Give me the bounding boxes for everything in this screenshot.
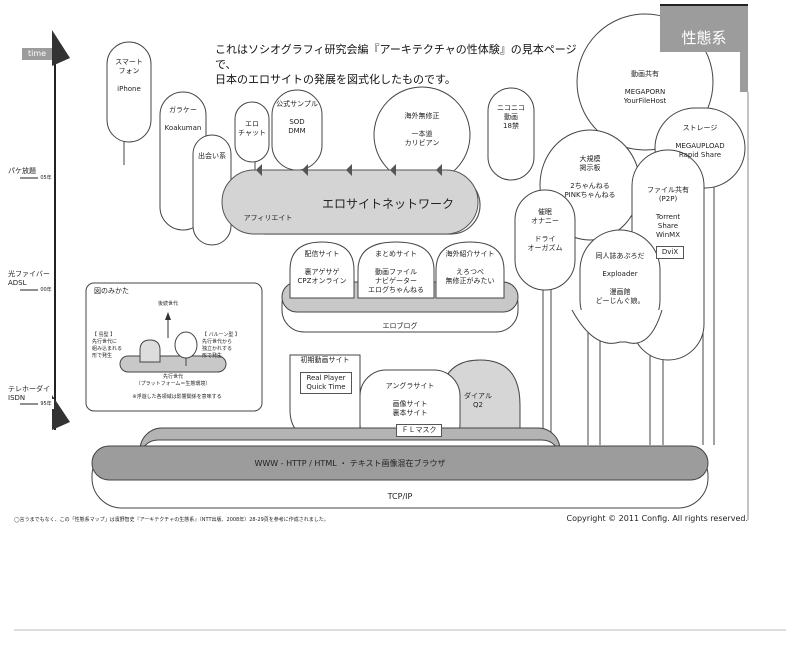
node-early-video: 初期動画サイト <box>300 356 350 364</box>
node-overseas-uncensored: 海外無修正 一本道 カリビアン <box>404 112 440 147</box>
shape-tcpip-top <box>91 445 709 481</box>
legend-island <box>139 339 161 363</box>
node-p2p-tag: DviX <box>656 246 684 259</box>
era-year-bg-00 <box>38 285 54 295</box>
node-smartphone: スマート フォン iPhone <box>115 58 143 93</box>
legend-descendant: 後続世代 <box>157 301 178 307</box>
legend-note: ※浮遊した各領域は影響関係を意味する <box>132 394 222 400</box>
timeline-arrow-top <box>52 30 70 66</box>
era-year-95: 95年 <box>40 401 52 407</box>
timeline-arrow-bottom <box>52 395 70 430</box>
node-tcpip: TCP/IP <box>387 492 413 501</box>
footer-copyright: Copyright © 2011 Config. All rights rese… <box>566 514 749 523</box>
node-storage: ストレージ MEGAUPLOAD Rapid Share <box>675 124 725 159</box>
legend-arrow-head <box>165 312 171 320</box>
badge-topline <box>660 4 748 6</box>
era-name-95: テレホーダイ ISDN <box>8 385 50 402</box>
intro-text: これはソシオグラフィ研究会編『アーキテクチャの性体験』の見本ページで、 日本のエ… <box>215 43 577 86</box>
balloon-niconico <box>487 87 535 181</box>
badge-line2: マップ <box>681 69 727 87</box>
node-niconico: ニコニコ 動画 18禁 <box>497 104 525 130</box>
legend-title: 図のみかた <box>94 287 129 295</box>
legend-lower-label: 【 島型 】 先行世代に 組み込まれる 形で発生 <box>92 332 123 359</box>
node-haishin: 配信サイト 裏アゲサゲ CPZオンライン <box>297 250 347 285</box>
node-p2p: ファイル共有 (P2P) Torrent Share WinMX <box>647 186 689 239</box>
shape-early-video <box>289 354 361 441</box>
node-overseas-intro: 海外紹介サイト えろつべ 無修正がみたい <box>445 250 495 285</box>
node-angura: アングラサイト 画像サイト 裏本サイト <box>385 382 435 417</box>
node-deai: 出会い系 <box>198 152 226 160</box>
era-name-05: パケ放題 <box>8 167 36 175</box>
node-erochat: エロ チャット <box>238 120 266 137</box>
shape-haishin <box>289 241 355 299</box>
badge-accent <box>740 50 748 92</box>
era-year-bg-05 <box>38 173 54 183</box>
legend-balloon-label: 【 バルーン型 】 先行世代から 独立かれする 形で発生 <box>202 332 240 359</box>
era-year-05: 05年 <box>40 175 52 181</box>
era-name-00: 光ファイバー ADSL <box>8 270 50 287</box>
balloon-erochat <box>234 101 270 163</box>
balloon-smartphone <box>106 41 152 143</box>
balloon-hypno <box>514 189 576 291</box>
shape-matome <box>357 241 435 299</box>
legend-predecessor: 先行世代 （プラットフォーム＝生態環境） <box>135 374 211 387</box>
legend-balloon <box>174 331 198 359</box>
era-year-bg-95 <box>38 399 54 409</box>
era-year-00: 00年 <box>40 287 52 293</box>
timeline-label-bg <box>22 48 52 60</box>
node-eroblog: エロブログ <box>382 322 418 330</box>
node-doujin: 同人誌あぷろだ Exploader 漫画館 どーじんぐ娘。 <box>595 252 645 305</box>
node-www: WWW - HTTP / HTML ・ テキスト画像混在ブラウザ <box>254 459 446 468</box>
network-arrows <box>256 164 442 176</box>
node-hypno: 催眠 オナニー ドライ オーガズム <box>527 208 563 252</box>
footer-note: ◯言うまでもなく、この「性態系マップ」は濱野智史『アーキテクチャの生態系』（NT… <box>14 517 329 523</box>
node-official-sample: 公式サンプル SOD DMM <box>276 100 318 135</box>
node-dialq: ダイアル Q2 <box>464 392 492 409</box>
node-fl-tag: ＦＬマスク <box>396 424 442 437</box>
node-video-sharing: 動画共有 MEGAPORN YourFileHost <box>623 70 667 105</box>
legend-box <box>85 282 263 412</box>
badge-line1: 性態系 <box>681 29 727 47</box>
node-ero-network: エロサイトネットワーク <box>321 197 454 211</box>
shape-overseas-intro <box>435 241 505 299</box>
node-affiliate: アフィリエイト <box>243 214 293 222</box>
node-bbs: 大規模 掲示板 2ちゃんねる PINKちゃんねる <box>564 155 616 199</box>
balloon-doujin-tail <box>571 309 663 344</box>
map-badge: 性態系 マップ <box>660 6 748 87</box>
node-early-tag: Real Player Quick Time <box>300 372 352 394</box>
node-matome: まとめサイト 動画ファイル ナビゲーター エログちゃんねる <box>368 250 424 294</box>
node-garake: ガラケー Koakuman <box>164 106 202 132</box>
timeline-label: time <box>27 49 47 58</box>
